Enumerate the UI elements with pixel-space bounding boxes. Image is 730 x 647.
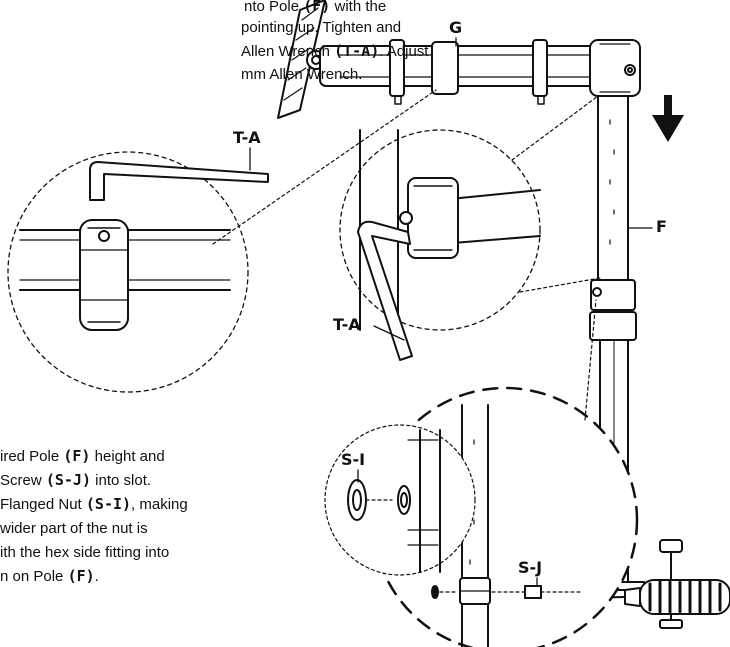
step-top-line-3: Allen Wrench (T-A). Adjust	[241, 42, 429, 60]
step-bottom-line-3: Flanged Nut (S-I), making	[0, 495, 188, 513]
screwdriver	[579, 579, 730, 615]
step-top-line-4: mm Allen Wrench.	[241, 66, 363, 83]
part-label-ta-left: T-A	[233, 128, 261, 147]
step-bottom-line-1: ired Pole (F) height and	[0, 447, 165, 465]
part-label-g: G	[449, 18, 463, 37]
zoom-circle-left	[7, 89, 437, 393]
zoom-circle-middle	[339, 95, 601, 361]
part-label-f: F	[656, 217, 667, 236]
part-label-sj: S-J	[518, 558, 543, 577]
step-bottom-line-6: n on Pole (F).	[0, 567, 99, 585]
zoom-circle-nut	[324, 424, 476, 576]
step-top-line-2: pointing up. Tighten and	[241, 19, 402, 36]
step-bottom-line-4: wider part of the nut is	[0, 520, 148, 537]
part-label-si: S-I	[341, 450, 366, 469]
arm-g	[319, 39, 641, 105]
label-leader-ta-right	[373, 325, 405, 341]
step-bottom-line-2: Screw (S-J) into slot.	[0, 471, 152, 489]
step-top-line-1: nto Pole (F) with the	[244, 0, 387, 15]
part-label-ta-right: T-A	[333, 315, 361, 334]
step-bottom-line-5: ith the hex side fitting into	[0, 544, 170, 561]
down-arrow-icon	[652, 95, 684, 142]
